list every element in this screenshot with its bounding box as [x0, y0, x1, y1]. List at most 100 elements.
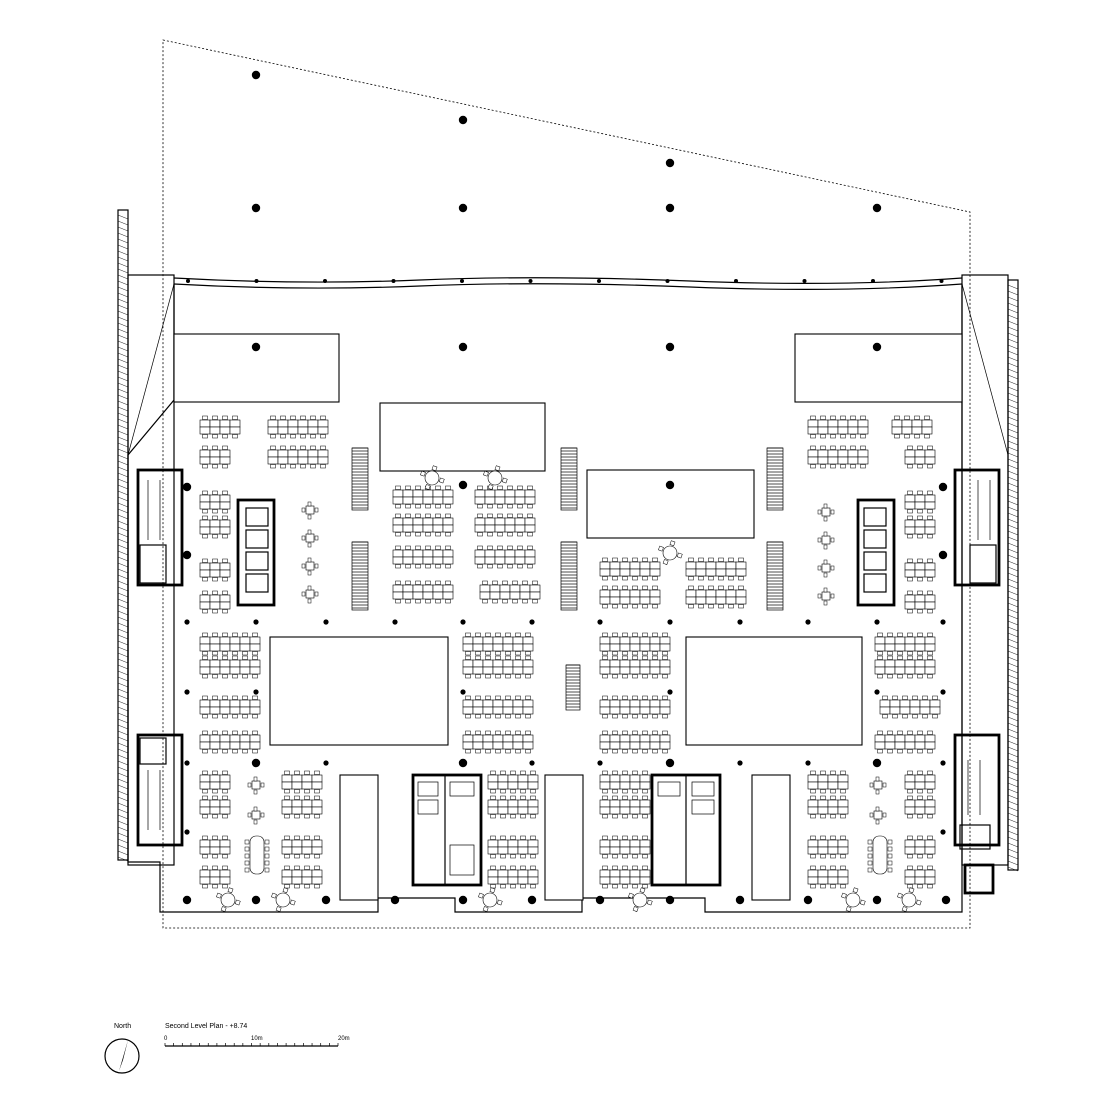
column: [665, 480, 675, 490]
desk-cluster: [462, 695, 534, 719]
desk-cluster: [891, 415, 933, 439]
conference-table: [244, 835, 270, 875]
desk-cluster: [474, 545, 536, 569]
desk-cluster: [199, 490, 231, 514]
desk-cluster: [199, 445, 231, 469]
column: [665, 158, 675, 168]
column-small: [529, 760, 535, 766]
desk-cluster: [199, 695, 261, 719]
round-table: [420, 465, 445, 490]
column: [251, 758, 261, 768]
round-table: [628, 887, 653, 912]
meeting-table: [817, 531, 835, 550]
column: [251, 342, 261, 352]
meeting-table: [301, 557, 319, 576]
column: [251, 203, 261, 213]
core-east-south: [953, 733, 1001, 895]
stair-flight: [560, 541, 578, 611]
column: [390, 895, 400, 905]
desk-cluster: [904, 770, 936, 794]
desk-cluster: [599, 730, 671, 754]
column: [458, 342, 468, 352]
meeting-table: [817, 587, 835, 606]
column: [938, 550, 948, 560]
desk-cluster: [474, 513, 536, 537]
column: [872, 895, 882, 905]
column: [665, 895, 675, 905]
north-label: North: [114, 1023, 131, 1030]
desk-cluster: [199, 632, 261, 656]
desk-cluster: [462, 730, 534, 754]
structural-columns: [182, 70, 951, 905]
desk-cluster: [392, 580, 454, 604]
column: [182, 550, 192, 560]
column: [321, 895, 331, 905]
column: [458, 115, 468, 125]
round-table: [841, 887, 866, 912]
column-small: [874, 619, 880, 625]
plan-title: Second Level Plan - +8.74: [165, 1023, 247, 1030]
column-small: [184, 689, 190, 695]
desk-cluster: [199, 590, 231, 614]
stair-flight: [766, 541, 784, 611]
desk-cluster: [807, 415, 869, 439]
desk-cluster: [599, 632, 671, 656]
desk-cluster: [904, 795, 936, 819]
round-table: [658, 540, 683, 565]
desk-cluster: [479, 580, 541, 604]
column-small: [940, 829, 946, 835]
column: [872, 342, 882, 352]
lightwell-east: [685, 636, 863, 746]
lightwell-west: [269, 636, 449, 746]
column: [458, 203, 468, 213]
desk-cluster: [599, 770, 651, 794]
scale-bar: [164, 1043, 339, 1047]
desk-cluster: [599, 695, 671, 719]
roof-outline: [162, 39, 971, 929]
meeting-rooms-west: [236, 498, 276, 607]
desk-cluster: [904, 865, 936, 889]
meeting-table: [247, 806, 265, 825]
workstations: [199, 415, 941, 889]
meeting-table: [247, 776, 265, 795]
round-table: [483, 465, 508, 490]
column-small: [874, 689, 880, 695]
desk-cluster: [487, 835, 539, 859]
meeting-table: [817, 503, 835, 522]
desk-cluster: [487, 865, 539, 889]
column: [665, 342, 675, 352]
column-small: [940, 619, 946, 625]
round-table: [271, 887, 296, 912]
column: [941, 895, 951, 905]
column-small: [597, 619, 603, 625]
desk-cluster: [199, 795, 231, 819]
desk-cluster: [904, 590, 936, 614]
desk-cluster: [599, 655, 671, 679]
column-small: [737, 760, 743, 766]
desk-cluster: [599, 865, 651, 889]
column: [458, 895, 468, 905]
desk-cluster: [474, 485, 536, 509]
column: [251, 895, 261, 905]
column-small: [667, 619, 673, 625]
column-small: [667, 689, 673, 695]
desk-cluster: [904, 445, 936, 469]
column-small: [323, 760, 329, 766]
scale-label-20m: 20m: [338, 1036, 350, 1042]
meeting-rooms-east: [856, 498, 896, 607]
desk-cluster: [281, 795, 323, 819]
conference-table: [867, 835, 893, 875]
column-small: [253, 689, 259, 695]
desk-cluster: [199, 558, 231, 582]
desk-cluster: [487, 795, 539, 819]
column-small: [529, 619, 535, 625]
column: [872, 758, 882, 768]
core-west-south: [136, 733, 184, 847]
column-small: [392, 619, 398, 625]
desk-cluster: [199, 865, 231, 889]
desk-cluster: [904, 835, 936, 859]
desk-cluster: [462, 655, 534, 679]
column: [527, 895, 537, 905]
column: [458, 480, 468, 490]
west-facade: [117, 209, 175, 866]
